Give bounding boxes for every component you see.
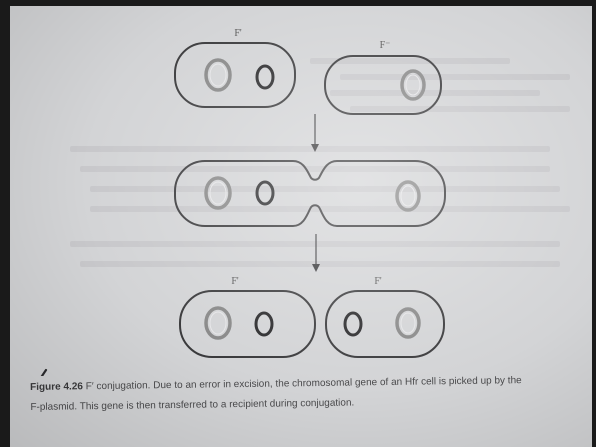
- stage-2: [174, 160, 446, 227]
- recipient-cell-label: F⁻: [380, 40, 391, 51]
- chromosome-icon: [204, 306, 232, 340]
- chromosome-icon: [204, 58, 232, 92]
- recipient-cell: [325, 290, 445, 358]
- caption-line-1: F′ conjugation. Due to an error in excis…: [82, 375, 522, 393]
- stage-1: F' F⁻: [174, 28, 442, 115]
- chromosome-icon: [395, 307, 421, 339]
- textbook-page: F' F⁻: [10, 6, 592, 447]
- donor-cell-label: F': [231, 276, 239, 287]
- conjugation-diagram: F' F⁻: [40, 28, 446, 376]
- arrow-down-icon: [311, 114, 319, 152]
- donor-cell: [174, 42, 296, 108]
- recipient-cell: [324, 55, 442, 115]
- donor-cell-label: F': [234, 28, 242, 39]
- checkmark-icon: [40, 368, 48, 376]
- donor-cell: [179, 290, 316, 358]
- chromosome-icon: [400, 69, 426, 101]
- stage-3: F' F': [179, 276, 445, 358]
- chromosome-icon: [395, 180, 421, 212]
- figure-caption: Figure 4.26 F′ conjugation. Due to an er…: [30, 370, 591, 418]
- recipient-cell-label: F': [374, 276, 382, 287]
- arrow-down-icon: [312, 234, 320, 272]
- f-prime-plasmid-icon: [254, 311, 274, 337]
- chromosome-icon: [204, 176, 232, 210]
- conjugating-cells: [174, 160, 446, 227]
- f-prime-plasmid-icon: [255, 64, 275, 90]
- figure-number: Figure 4.26: [30, 381, 84, 393]
- f-prime-plasmid-icon: [343, 311, 363, 337]
- f-prime-plasmid-icon: [255, 180, 275, 206]
